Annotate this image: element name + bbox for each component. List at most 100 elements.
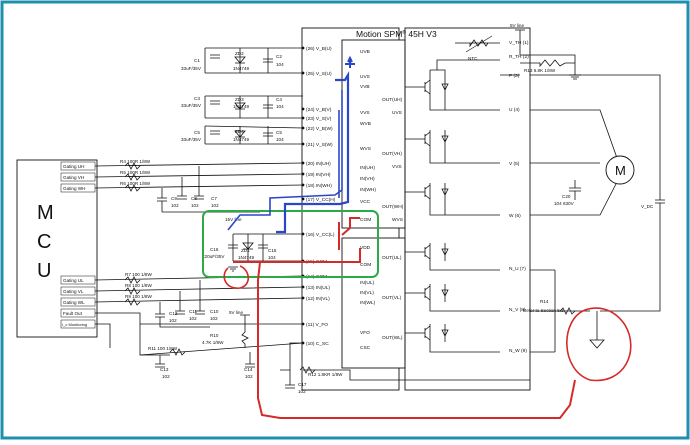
inner-vdd: VDD <box>360 245 371 251</box>
fault-monitoring-wires: R10 4.7K 1/8W 5V line R11 100 1/8W C13 1… <box>95 310 304 379</box>
out-vl: OUT(VL) <box>382 295 402 301</box>
hvic-block <box>341 39 406 229</box>
c20-label: C20 <box>562 194 571 199</box>
inner-in-vh: IN(VH) <box>360 176 375 182</box>
inner-in-wl: IN(WL) <box>360 300 376 306</box>
pin-16: (16) V_CC(L) <box>306 232 335 238</box>
zd3-value: 1N4749 <box>233 104 250 109</box>
pin-v: V (5) <box>509 161 520 167</box>
r5-label: R5 100R 1/8W <box>120 170 151 175</box>
inner-in-uh: IN(UH) <box>360 165 375 171</box>
out-uh: OUT(UH) <box>382 97 403 103</box>
inner-vvb: VVB <box>360 84 370 90</box>
inner-uvs: UVS <box>360 74 370 80</box>
inner-com-top: COM <box>360 217 371 223</box>
pin-nu: N_U (7) <box>509 266 526 272</box>
c8-label: C8 <box>191 196 197 201</box>
r10-value: 4.7K 1/8W <box>202 340 224 345</box>
zd2-value: 1N4749 <box>233 66 250 71</box>
c17-label: C17 <box>298 382 307 387</box>
lvic-block <box>341 237 406 369</box>
pin-12: (12) IN(VL) <box>306 296 330 302</box>
spm-module: Motion SPM® 45H V3 <box>301 27 531 391</box>
module-title: Motion SPM® 45H V3 <box>356 29 437 39</box>
c3-label: C3 <box>194 96 200 101</box>
v5-line-b-label: 5V line <box>229 310 243 315</box>
mcu-signal-gating-ul: Gating UL <box>63 278 84 283</box>
inner-wvb: WVB <box>360 121 371 127</box>
c12-label: C12 <box>169 311 178 316</box>
blue-annotation <box>227 55 355 234</box>
right-pin-labels: V_TH (1) R_TH (2) P (3) U (4) V (5) W (6… <box>509 40 529 354</box>
out-wvs: WVS <box>392 217 403 223</box>
inner-uvb: UVB <box>360 49 370 55</box>
green-highlight-box <box>202 210 379 278</box>
pin-13: (13) IN(UL) <box>306 285 330 291</box>
mcu-signal-gating-uh: Gating UH <box>63 164 84 169</box>
pin-26: (26) V_B(U) <box>306 46 332 52</box>
pin-20: (20) IN(UH) <box>306 161 331 167</box>
c5-label: C5 <box>194 130 200 135</box>
out-wl: OUT(WL) <box>382 335 403 341</box>
c17-value: 102 <box>298 389 306 394</box>
pin-24: (24) V_B(V) <box>306 107 332 113</box>
c14-value: 102 <box>245 374 253 379</box>
r12-label: R12 1.8KR 1/8W <box>308 372 343 377</box>
motor-label: M <box>615 163 626 178</box>
c1-value: 33uF/35V <box>181 66 202 71</box>
output-phase-wires <box>530 74 665 353</box>
inner-csc: CSC <box>360 345 371 351</box>
pin-25: (25) V_S(U) <box>306 71 332 77</box>
c14-label: C14 <box>244 367 253 372</box>
out-uvs: UVS <box>392 110 402 116</box>
r9-label: R9 100 1/8W <box>125 294 152 299</box>
pin-p: P (3) <box>509 73 520 79</box>
zd4-value: 1N4749 <box>233 137 250 142</box>
inner-ic-labels: UVB UVS VVB VVS WVB WVS IN(UH) IN(VH) IN… <box>360 49 376 351</box>
c10-label: C10 <box>210 309 219 314</box>
low-side-gating-wires: R7 100 1/8W R8 100 1/8W R9 100 1/8W C12 … <box>94 272 304 328</box>
inner-vfo: VFO <box>360 330 370 336</box>
r14-value: Refer to Section 5.1 <box>523 308 564 313</box>
pin-10: (10) C_SC <box>306 341 329 347</box>
c20-value: 104 630V <box>554 201 575 206</box>
r6-label: R6 100R 1/8W <box>120 181 151 186</box>
bootstrap-section: ZD2 1N4749 C1 33uF/35V C2 104 ZD3 1N4749… <box>181 47 304 145</box>
c10-value: 102 <box>210 316 218 321</box>
c4-value: 104 <box>276 104 284 109</box>
pin-23: (23) V_S(V) <box>306 116 332 122</box>
mcu-signal-fault-out: Fault Out <box>63 311 83 316</box>
inner-in-wh: IN(WH) <box>360 187 376 193</box>
zd3-label: ZD3 <box>235 97 244 102</box>
c16-value: 220uF/35V <box>202 254 225 259</box>
ntc-label: NTC <box>468 56 478 61</box>
pin-nv: N_V (8) <box>509 307 526 313</box>
c5b-label: C5 <box>276 130 282 135</box>
csc-shunt-path: R12 1.8KR 1/8W C17 102 <box>280 342 530 394</box>
v15-line-label: 15V line <box>225 217 242 222</box>
mcu-signal-gating-vh: Gating VH <box>63 175 84 180</box>
r14-label: R14 <box>540 299 549 304</box>
zd1-value: 1N4749 <box>238 255 255 260</box>
c11-value: 102 <box>189 316 197 321</box>
vcc-supply-section: 15V line C16 220uF/35V ZD1 1N4749 C15 10… <box>202 217 303 272</box>
c5-value: 33uF/35V <box>181 137 202 142</box>
inner-in-vl: IN(VL) <box>360 290 374 296</box>
zd2-label: ZD2 <box>235 51 244 56</box>
c11-label: C11 <box>189 309 198 314</box>
c13-label: C13 <box>160 367 169 372</box>
pin-22: (22) V_B(W) <box>306 126 333 132</box>
mcu-letter-c: C <box>37 231 51 253</box>
inner-com: COM <box>360 262 371 268</box>
high-side-gating-wires: R4 100R 1/8W R5 100R 1/8W R6 100R 1/8W C… <box>94 159 304 213</box>
c5b-value: 104 <box>276 137 284 142</box>
c7-value: 102 <box>211 203 219 208</box>
c9-value: 102 <box>171 203 179 208</box>
inner-vvs: VVS <box>360 110 370 116</box>
pin-nw: N_W (9) <box>509 348 527 354</box>
mcu-signal-gating-wh: Gating WH <box>63 186 85 191</box>
r8-label: R8 100 1/8W <box>125 283 152 288</box>
out-vvs: VVS <box>392 164 402 170</box>
ground-symbol-right <box>589 311 605 349</box>
